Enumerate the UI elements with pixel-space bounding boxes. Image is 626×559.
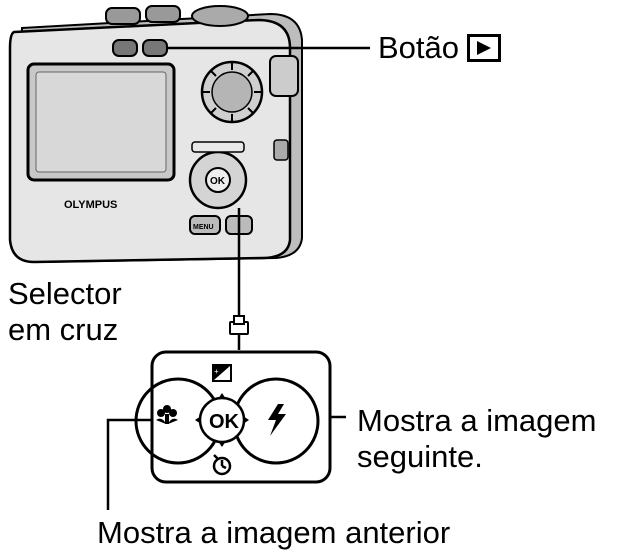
arrow-pad-label-line2: em cruz: [8, 312, 119, 347]
next-image-label: Mostra a imagem seguinte.: [357, 403, 596, 475]
camera-play-button: [112, 39, 138, 57]
camera-menu-label: MENU: [193, 224, 214, 231]
next-image-label-line1: Mostra a imagem: [357, 403, 597, 438]
previous-image-label: Mostra a imagem anterior: [97, 515, 451, 550]
previous-leader: [106, 418, 160, 510]
self-timer-icon: [212, 454, 232, 476]
play-button-label: Botão: [378, 30, 502, 66]
play-button-text: Botão: [378, 30, 460, 65]
dpad-enlarged: + OK: [134, 350, 332, 484]
arrow-pad-label-line1: Selector: [8, 276, 122, 311]
play-icon: [467, 34, 502, 62]
camera-body: OLYMPUS OK MENU: [8, 5, 303, 264]
exposure-compensation-icon: +: [212, 364, 232, 382]
flash-icon: [268, 404, 286, 436]
arrow-pad-label: Selector em cruz: [8, 276, 122, 348]
macro-icon: [156, 405, 178, 424]
camera-ok-label: OK: [210, 176, 226, 187]
top-button: [145, 5, 181, 23]
ok-label: OK: [209, 411, 240, 433]
camera-menu-button: [189, 215, 221, 235]
side-strap: [269, 55, 299, 97]
camera-brand: OLYMPUS: [64, 199, 117, 211]
svg-text:+: +: [214, 367, 219, 376]
next-image-label-line2: seguinte.: [357, 439, 483, 474]
camera-play-button: [142, 39, 168, 57]
shutter-dial: [191, 5, 249, 27]
top-button: [105, 7, 141, 25]
print-icon: [229, 315, 249, 335]
